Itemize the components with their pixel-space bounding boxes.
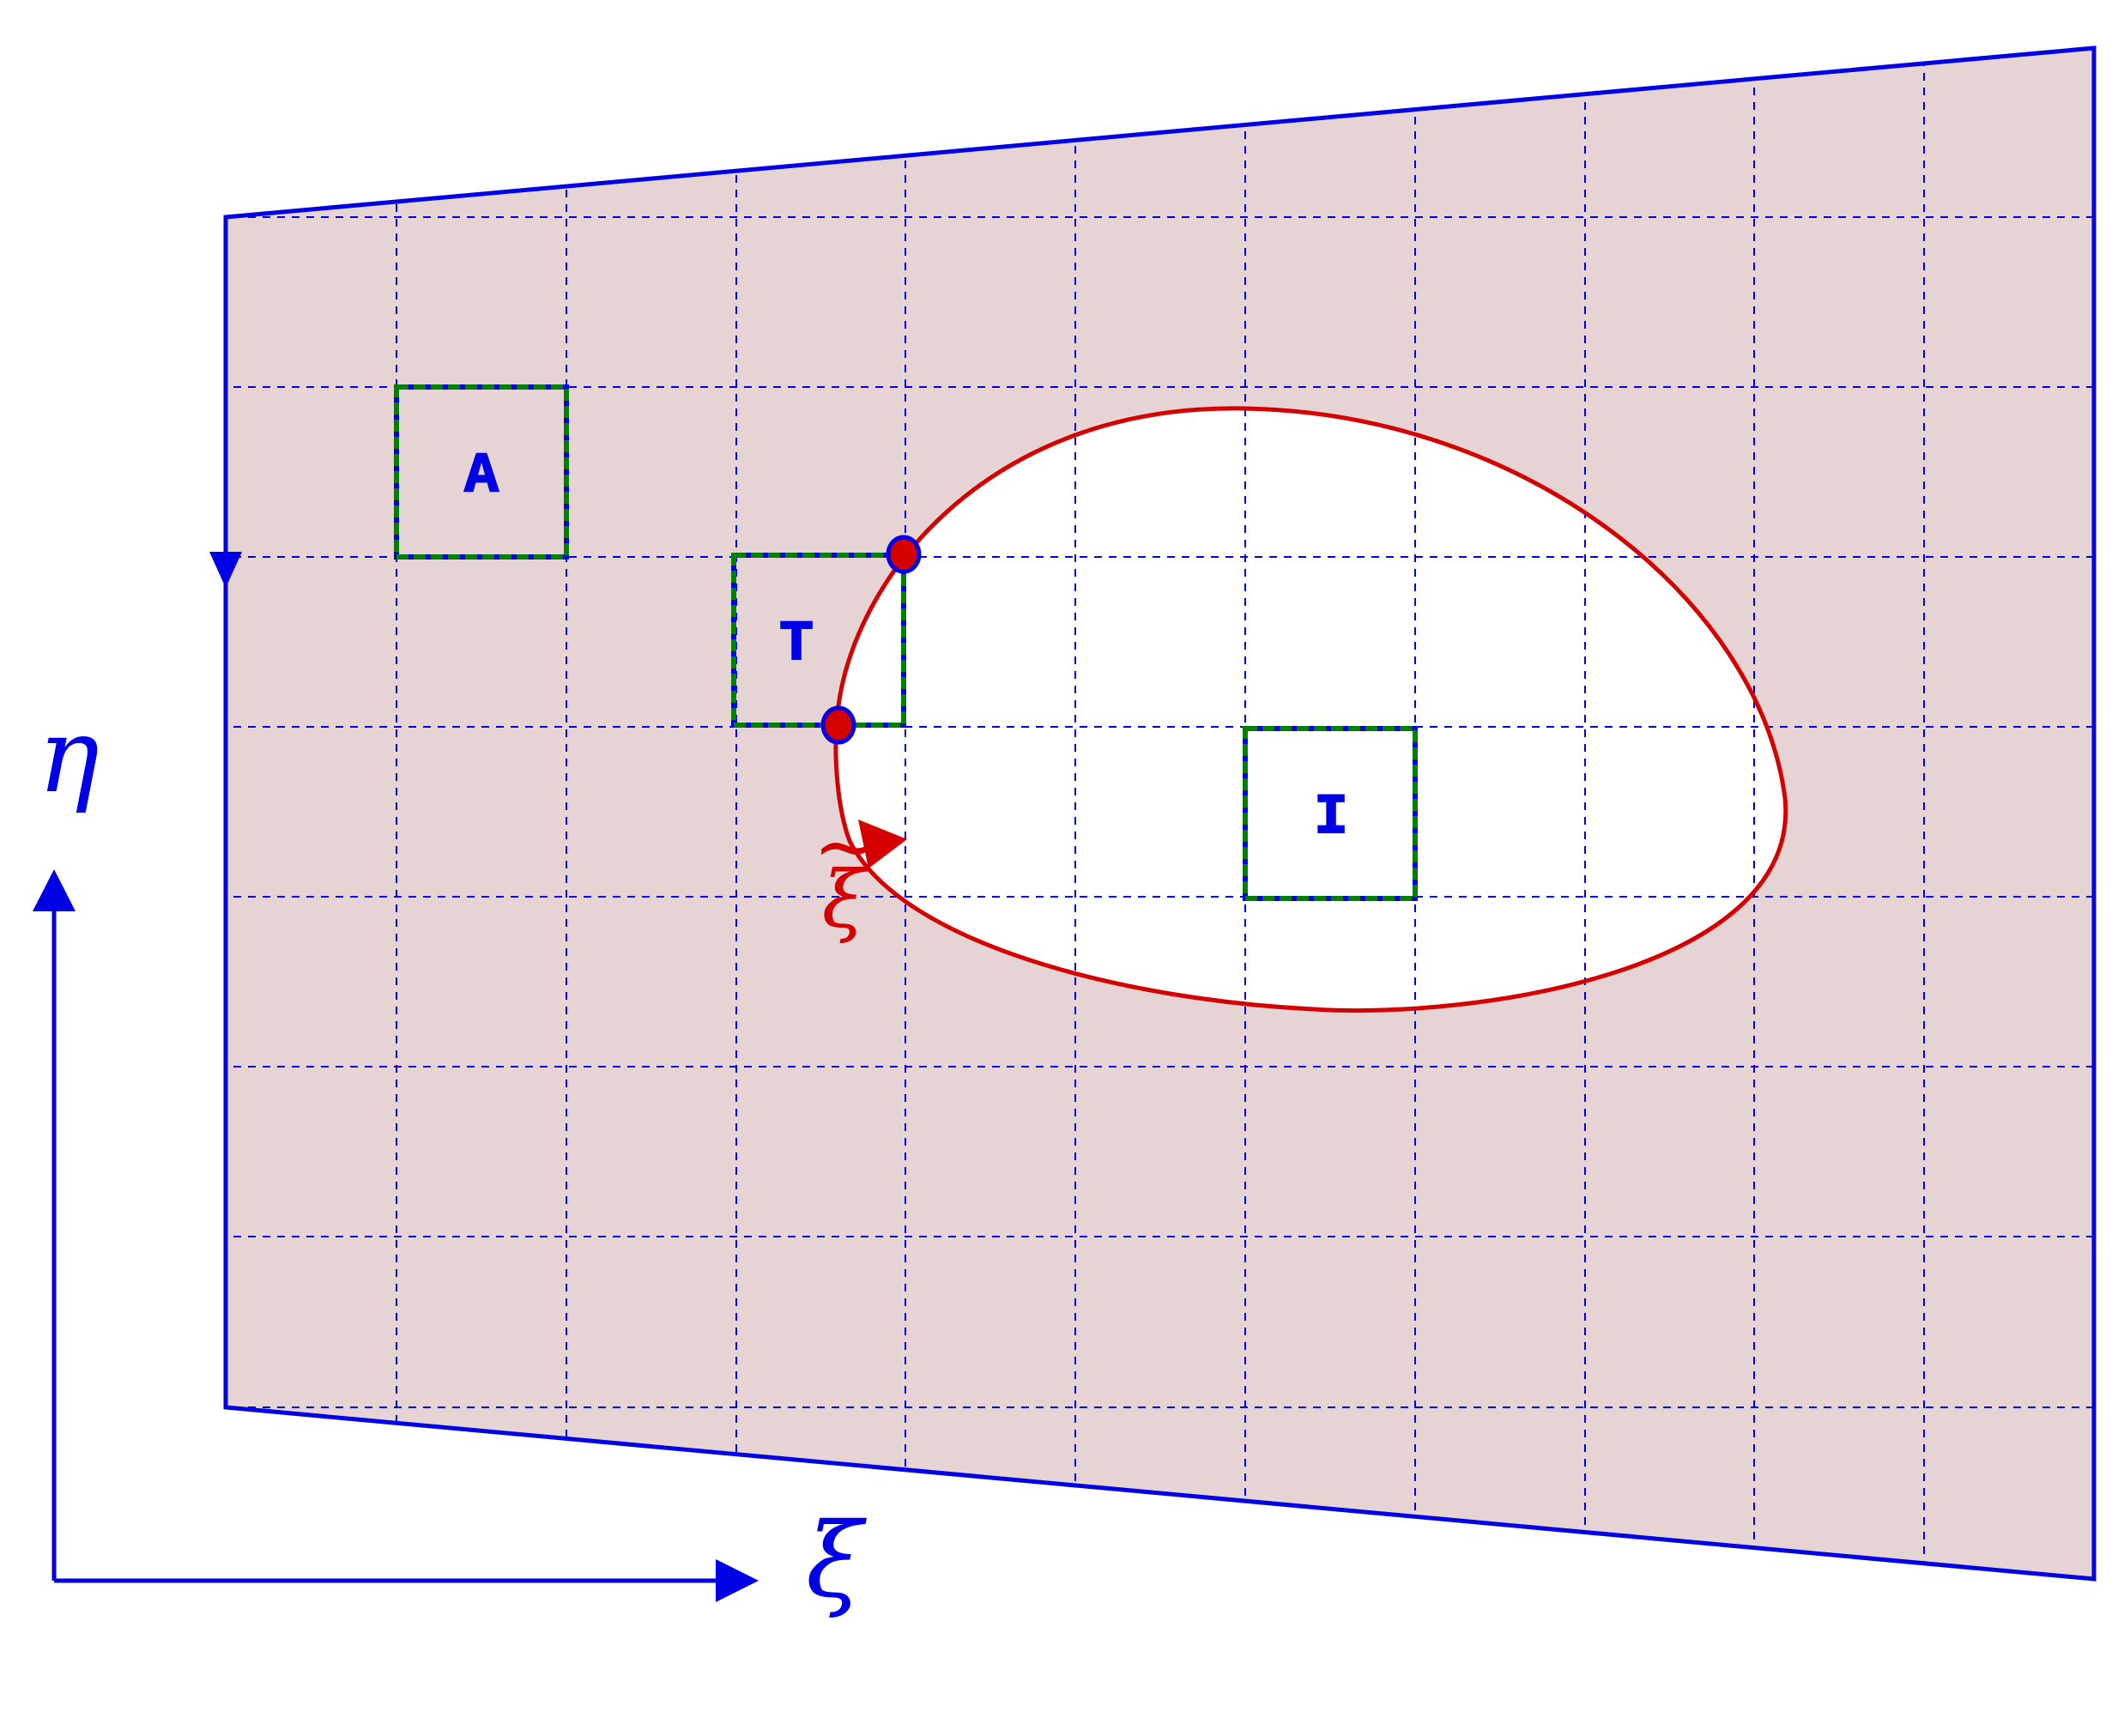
arrow-right-icon xyxy=(716,1559,759,1602)
immersed-region xyxy=(835,408,1786,1011)
immersed-boundary-curve xyxy=(833,406,1788,1013)
arrow-down-icon xyxy=(209,552,242,588)
cell-a: A xyxy=(394,384,569,560)
cell-label-i: I xyxy=(1314,785,1348,850)
cell-label-t: T xyxy=(779,612,814,676)
curve-label-base: ξ xyxy=(822,854,869,946)
curve-label-tilde: ~ xyxy=(813,801,879,892)
arrow-up-icon xyxy=(33,869,76,911)
axis-label-xi: ξ xyxy=(806,1502,867,1621)
arrow-triangle-icon xyxy=(858,820,907,868)
circle-point-icon xyxy=(886,535,922,574)
circle-point-icon xyxy=(820,705,856,745)
cell-label-a: A xyxy=(464,444,499,508)
curve-label: ~ ξ xyxy=(813,801,879,946)
cell-t: T xyxy=(731,553,906,728)
axes: η ξ xyxy=(33,697,867,1621)
domain-boundary xyxy=(223,45,2097,1582)
cell-i: I xyxy=(1243,726,1418,901)
axis-label-eta: η xyxy=(38,697,100,816)
